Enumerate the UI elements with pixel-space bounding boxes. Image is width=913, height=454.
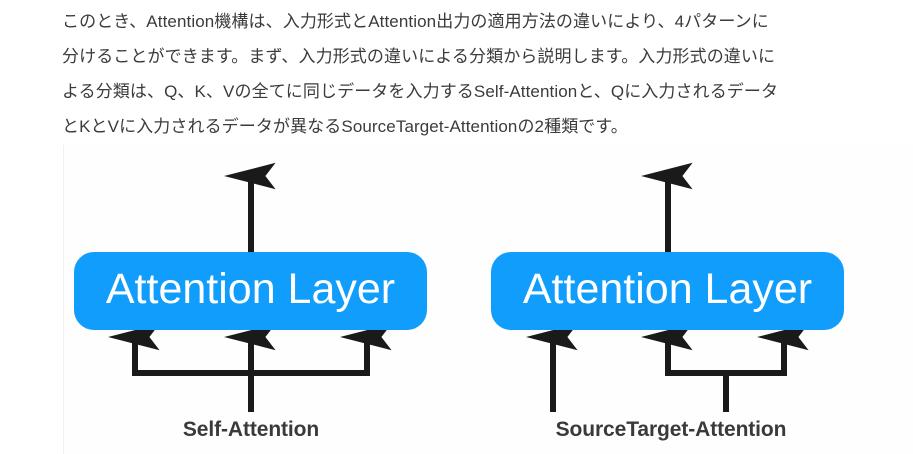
paragraph-line: よる分類は、Q、K、Vの全てに同じデータを入力するSelf-Attentionと… (62, 82, 779, 101)
paragraph-line: とKとVに入力されるデータが異なるSourceTarget-Attentionの… (62, 117, 628, 136)
attention-layer-box-label: Attention Layer (522, 264, 813, 313)
caption-sourcetarget-attention: SourceTarget-Attention (555, 418, 787, 441)
paragraph-block: このとき、Attention機構は、入力形式とAttention出力の適用方法の… (62, 4, 900, 144)
sourcetarget-attention-arrows (526, 162, 809, 412)
caption-self-attention: Self-Attention (182, 418, 320, 441)
attention-layer-box-label: Attention Layer (105, 264, 396, 313)
self-attention-arrows (108, 162, 392, 412)
attention-layer-box-self: Attention Layer (74, 252, 427, 330)
attention-figure: Attention Layer Attention Layer Self-Att… (63, 145, 913, 454)
paragraph-line: 分けることができます。まず、入力形式の違いによる分類から説明します。入力形式の違… (62, 47, 776, 66)
paragraph-line: このとき、Attention機構は、入力形式とAttention出力の適用方法の… (62, 12, 769, 31)
attention-layer-box-sourcetarget: Attention Layer (491, 252, 844, 330)
